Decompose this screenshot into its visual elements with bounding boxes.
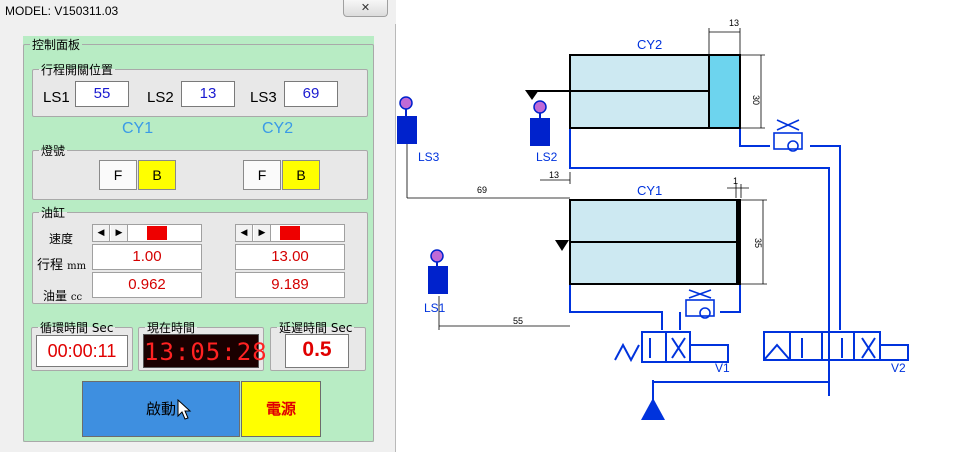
cy1-speed-scrollbar[interactable]: ◀ ▶ [92,224,202,242]
ls1-label: LS1 [424,301,446,315]
cy1-piston [736,200,741,284]
cy1-rod-pipe [720,284,741,313]
cy2-f-button[interactable]: F [243,160,281,190]
cy2-check-valve-icon [773,119,803,152]
ls1-sensor[interactable] [428,249,448,294]
cy2-stroke-value: 13.00 [235,244,345,270]
v1-label: V1 [715,361,730,375]
control-panel: 控制面板 行程開關位置 LS1 55 LS2 13 LS3 69 CY1 CY2… [23,36,374,442]
dim-1: 1 [733,176,738,186]
cylinder-title: 油缸 [41,206,66,220]
title-bar: MODEL: V150311.03 ✕ [0,0,396,24]
cy2-speed-scrollbar[interactable]: ◀ ▶ [235,224,345,242]
start-label: 啟動 [145,400,176,418]
ls3-label: LS3 [250,89,277,106]
cy2-header: CY2 [262,120,294,137]
ls1-label: LS1 [43,89,70,106]
ls3-label: LS3 [418,150,440,164]
cy1-f-button[interactable]: F [99,160,137,190]
cy1-b-button[interactable]: B [138,160,176,190]
hydraulic-diagram: CY2 CY1 13 30 35 1 69 13 55 LS3 LS2 LS1 [397,18,909,420]
cy2-oil-value: 9.189 [235,272,345,298]
cy2-rod-pipe [739,128,770,147]
cy1-oil-value: 0.962 [92,272,202,298]
start-button[interactable]: 啟動 [82,381,240,437]
lights-title: 燈號 [41,144,66,158]
ls3-input[interactable]: 69 [284,81,338,107]
cycle-time-value: 00:00:11 [36,335,128,367]
delay-time-label: 延遲時間 Sec [279,321,353,335]
ls2-label: LS2 [147,89,174,106]
cy2-speed-left-icon[interactable]: ◀ [236,225,253,241]
cy1-head-pipe [569,284,663,330]
pump-icon [641,398,665,420]
ls2-input[interactable]: 13 [181,81,235,107]
ls2-sensor[interactable] [530,100,550,146]
cycle-time-label: 循環時間 Sec [40,321,114,335]
current-time-label: 現在時間 [147,321,196,335]
dim-55: 55 [513,316,523,326]
cy1-header: CY1 [122,120,154,137]
v1-valve-icon [614,331,729,363]
stroke-label: 行程 mm [37,258,87,273]
dim-13-mid: 13 [549,170,559,180]
delay-time-input[interactable]: 0.5 [285,334,349,368]
speed-label: 速度 [49,232,74,246]
cy2-b-button[interactable]: B [282,160,320,190]
cy1-check-valve-icon [685,289,715,319]
mouse-cursor-icon [177,399,192,420]
oil-label: 油量 cc [43,289,83,303]
v2-valve-icon [763,331,909,361]
cy2-label: CY2 [637,37,662,52]
cy2-valve-pipe [810,145,841,330]
control-panel-title: 控制面板 [32,38,81,52]
power-button[interactable]: 電源 [241,381,321,437]
current-time-display: 13:05:28 [143,334,267,368]
cy2-speed-right-icon[interactable]: ▶ [254,225,271,241]
cy1-marker-icon [555,240,569,251]
cy2-piston [708,54,741,129]
control-window: MODEL: V150311.03 ✕ 控制面板 行程開關位置 LS1 55 L… [0,0,396,452]
cy1-speed-thumb[interactable] [147,226,168,240]
ls1-input[interactable]: 55 [75,81,129,107]
cy1-stroke-value: 1.00 [92,244,202,270]
cy1-label: CY1 [637,183,662,198]
cy2-speed-thumb[interactable] [279,226,300,240]
window-title: MODEL: V150311.03 [5,4,119,18]
dim-69: 69 [477,185,487,195]
dim-30: 30 [751,95,761,105]
cy2-marker-icon [525,90,539,100]
stroke-switch-title: 行程開關位置 [41,63,114,77]
ls2-label: LS2 [536,150,558,164]
cy1-speed-right-icon[interactable]: ▶ [111,225,128,241]
v2-label: V2 [891,361,906,375]
dim-35: 35 [753,238,763,248]
close-button[interactable]: ✕ [343,0,388,17]
cy1-speed-left-icon[interactable]: ◀ [93,225,110,241]
dim-13-top: 13 [729,18,739,28]
cy2-head-pipe [569,128,830,396]
ls3-sensor[interactable] [397,96,417,144]
